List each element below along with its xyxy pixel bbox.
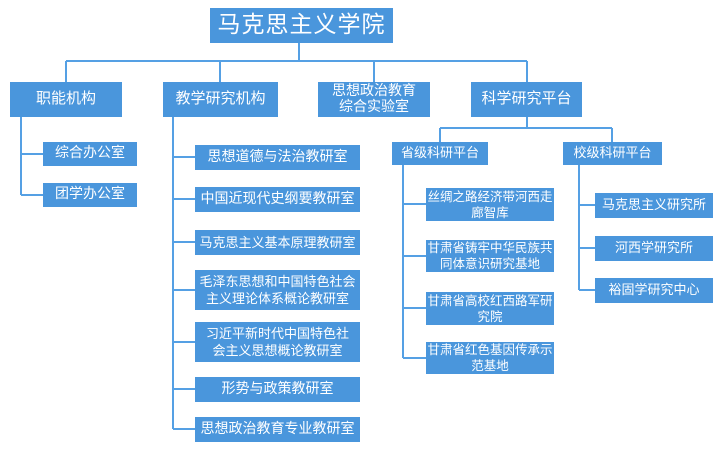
node-ideological-political-education-lab: 思想政治教育 综合实验室 [318,82,430,117]
leaf-mao-thought-office: 毛泽东思想和中国特色社会 主义理论体系概论教研室 [195,270,360,310]
leaf-marxism-principles-office: 马克思主义基本原理教研室 [195,230,360,255]
leaf-red-gene-heritage-base: 甘肃省红色基因传承示 范基地 [426,342,554,374]
leaf-red-army-research-institute: 甘肃省高校红西路军研 究院 [426,292,554,325]
leaf-morality-law-office: 思想道德与法治教研室 [195,145,360,170]
connector-research-platforms [439,117,613,142]
leaf-ideological-education-major-office: 思想政治教育专业教研室 [195,417,360,442]
connector-university-platforms [578,165,595,291]
leaf-league-study-office: 团学办公室 [43,183,137,207]
connector-functional-offices [20,117,43,196]
connector-provincial-platforms [402,165,426,359]
node-school-of-marxism: 马克思主义学院 [210,8,393,43]
node-provincial-platforms: 省级科研平台 [392,142,488,165]
leaf-general-office: 综合办公室 [43,142,137,166]
node-functional-offices: 职能机构 [10,82,122,117]
leaf-situation-policy-office: 形势与政策教研室 [195,377,360,402]
node-university-platforms: 校级科研平台 [563,142,662,165]
node-scientific-research-platforms: 科学研究平台 [471,82,582,117]
leaf-xi-thought-office: 习近平新时代中国特色社 会主义思想概论教研室 [195,322,360,362]
leaf-ethnic-unity-research-base: 甘肃省铸牢中华民族共 同体意识研究基地 [426,240,554,272]
leaf-silk-road-think-tank: 丝绸之路经济带河西走 廊智库 [426,188,554,221]
connector-root-to-branches [65,43,528,82]
leaf-yugur-studies-center: 裕固学研究中心 [595,278,713,303]
connector-teaching-research [172,117,195,430]
leaf-hexi-studies-institute: 河西学研究所 [595,236,713,261]
leaf-modern-history-office: 中国近现代史纲要教研室 [195,187,360,212]
node-teaching-research-orgs: 教学研究机构 [163,82,278,117]
leaf-marxism-institute: 马克思主义研究所 [595,193,713,218]
